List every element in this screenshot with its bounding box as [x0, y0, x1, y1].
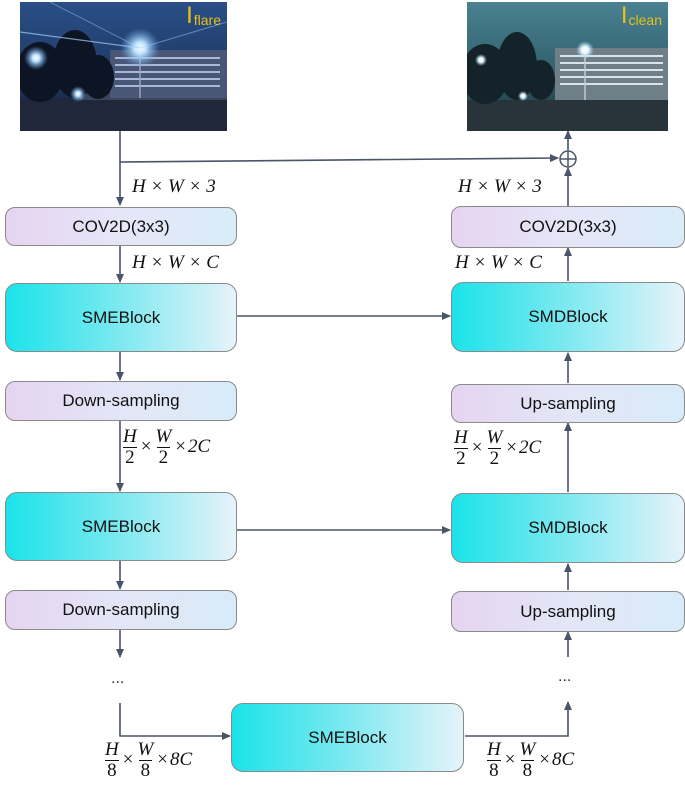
clean-output-image: Iclean	[467, 2, 668, 131]
encoder-conv-box: COV2D(3x3)	[5, 207, 237, 246]
dim-encoder-hwc: H × W × C	[132, 252, 219, 273]
sum-node-icon	[559, 150, 577, 168]
bottleneck-smeblock: SMEBlock	[231, 703, 464, 772]
arrow-to-bottleneck	[119, 703, 231, 740]
dim-decoder-hw3: H × W × 3	[458, 176, 542, 197]
arrow-from-bottleneck	[465, 701, 572, 737]
decoder-smdblock-2: SMDBlock	[451, 493, 685, 563]
encoder-smeblock-1: SMEBlock	[5, 283, 237, 352]
encoder-downsampling-2: Down-sampling	[5, 590, 237, 630]
decoder-conv-box: COV2D(3x3)	[451, 206, 685, 248]
dim-encoder-hw3: H × W × 3	[132, 176, 216, 197]
dim-decoder-hwc: H × W × C	[455, 252, 542, 273]
decoder-upsampling-1: Up-sampling	[451, 384, 685, 423]
skip-input-to-sum	[119, 154, 559, 163]
encoder-ellipsis: ...	[111, 670, 125, 687]
decoder-smdblock-1: SMDBlock	[451, 282, 685, 352]
encoder-smeblock-2: SMEBlock	[5, 492, 237, 561]
decoder-ellipsis: ...	[558, 668, 572, 685]
clean-label: Iclean	[620, 2, 662, 29]
flare-label: Iflare	[186, 2, 221, 29]
decoder-upsampling-2: Up-sampling	[451, 591, 685, 632]
flare-input-image: Iflare	[20, 2, 227, 131]
encoder-downsampling-1: Down-sampling	[5, 381, 237, 421]
